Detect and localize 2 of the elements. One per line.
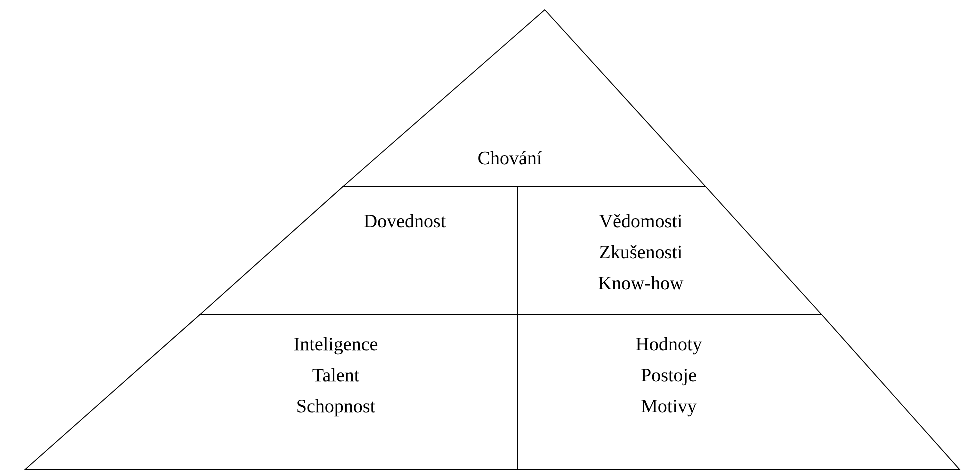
pyramid-section: Vědomosti Zkušenosti Know-how: [518, 186, 824, 316]
pyramid-section: Hodnoty Postoje Motivy: [518, 314, 961, 470]
